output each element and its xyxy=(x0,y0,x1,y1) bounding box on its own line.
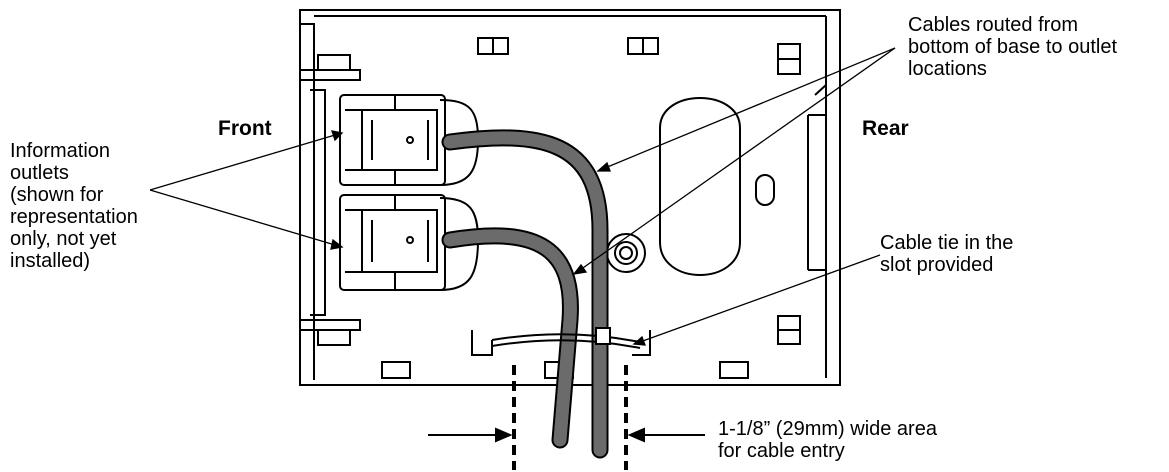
tie-slot-left xyxy=(471,330,493,356)
front-bracket xyxy=(299,69,361,331)
entry-width-markers xyxy=(512,365,628,470)
window-2 xyxy=(627,37,659,55)
entry-arrows xyxy=(428,427,705,443)
window-3 xyxy=(777,43,801,75)
foot-1 xyxy=(381,361,411,379)
oval-slot xyxy=(659,97,741,276)
cables-routed-label: Cables routed from bottom of base to out… xyxy=(908,14,1118,80)
rear-label: Rear xyxy=(862,117,909,140)
front-label: Front xyxy=(218,117,272,140)
window-4 xyxy=(777,315,801,345)
leader-lines xyxy=(149,47,896,346)
small-slot xyxy=(755,174,775,206)
rear-rail xyxy=(807,84,827,271)
cables xyxy=(441,129,609,459)
cable-entry-area-label: 1-1/8” (29mm) wide area for cable entry xyxy=(718,418,937,462)
cable-tie xyxy=(491,327,641,349)
information-outlets-label: Information outlets (shown for represent… xyxy=(10,140,138,272)
information-outlet-2 xyxy=(339,194,480,291)
window-1 xyxy=(477,37,509,55)
cable-tie-label: Cable tie in the slot provided xyxy=(880,232,1014,276)
foot-3 xyxy=(719,361,749,379)
